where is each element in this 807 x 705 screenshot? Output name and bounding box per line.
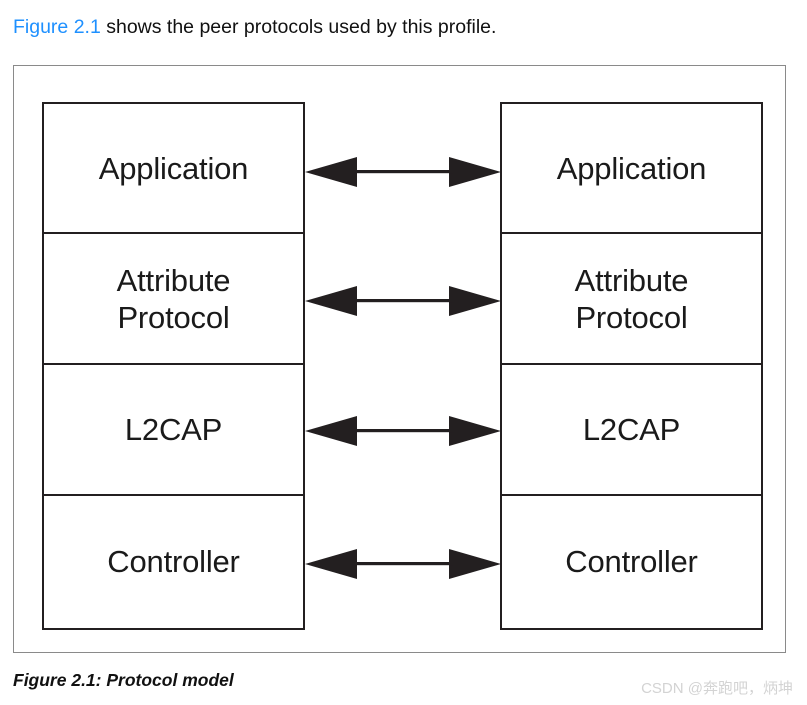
peer-layer-application-label: Application: [556, 150, 707, 186]
peer-layer-attribute-protocol-line1: Attribute: [574, 262, 689, 298]
peer-device-protocol-stack: Application Attribute Protocol L2CAP Con…: [500, 102, 763, 630]
local-layer-controller: Controller: [44, 496, 303, 627]
csdn-watermark: CSDN @奔跑吧，炳坤: [641, 680, 793, 697]
figure-reference-link[interactable]: Figure 2.1: [13, 16, 101, 38]
controller-peer-link-arrow-icon: [305, 547, 501, 581]
peer-layer-l2cap: L2CAP: [502, 365, 761, 496]
local-device-protocol-stack: Application Attribute Protocol L2CAP Con…: [42, 102, 305, 630]
attribute-protocol-peer-link-arrow-icon: [305, 284, 501, 318]
peer-layer-attribute-protocol: Attribute Protocol: [502, 234, 761, 365]
figure-container: Application Attribute Protocol L2CAP Con…: [13, 65, 786, 653]
local-layer-attribute-protocol: Attribute Protocol: [44, 234, 303, 365]
local-layer-attribute-protocol-line2: Protocol: [117, 299, 230, 335]
intro-sentence: Figure 2.1 shows the peer protocols used…: [13, 14, 496, 40]
local-layer-application: Application: [44, 104, 303, 234]
l2cap-peer-link-arrow-icon: [305, 414, 501, 448]
local-layer-controller-label: Controller: [107, 544, 240, 579]
peer-layer-l2cap-label: L2CAP: [582, 412, 681, 447]
local-layer-l2cap-label: L2CAP: [124, 412, 223, 447]
peer-layer-controller-label: Controller: [565, 544, 698, 579]
intro-rest-text: shows the peer protocols used by this pr…: [100, 16, 497, 38]
peer-layer-attribute-protocol-line2: Protocol: [575, 299, 688, 335]
application-peer-link-arrow-icon: [305, 155, 501, 189]
peer-layer-controller: Controller: [502, 496, 761, 627]
peer-layer-application: Application: [502, 104, 761, 234]
figure-caption: Figure 2.1: Protocol model: [13, 670, 234, 690]
local-layer-l2cap: L2CAP: [44, 365, 303, 496]
local-layer-attribute-protocol-label: Attribute Protocol: [117, 262, 231, 336]
local-layer-application-label: Application: [98, 150, 249, 186]
local-layer-attribute-protocol-line1: Attribute: [116, 262, 231, 298]
peer-layer-attribute-protocol-label: Attribute Protocol: [575, 262, 689, 336]
